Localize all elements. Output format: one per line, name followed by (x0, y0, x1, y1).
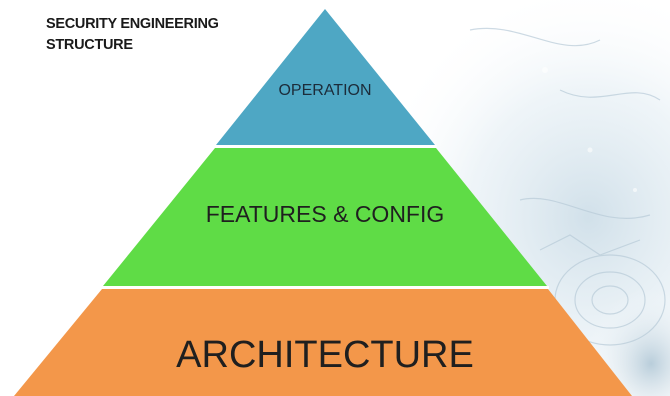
tier-architecture-shape (14, 289, 632, 396)
diagram-heading: SECURITY ENGINEERING STRUCTURE (46, 14, 219, 56)
heading-line-2: STRUCTURE (46, 37, 133, 53)
tier-operation-label: OPERATION (278, 82, 372, 99)
heading-line-1: SECURITY ENGINEERING (46, 16, 219, 32)
tier-architecture-label: ARCHITECTURE (176, 334, 474, 376)
tier-features-label: FEATURES & CONFIG (205, 201, 445, 227)
tier-features-shape (103, 148, 547, 286)
tier-operation-shape (216, 9, 435, 145)
